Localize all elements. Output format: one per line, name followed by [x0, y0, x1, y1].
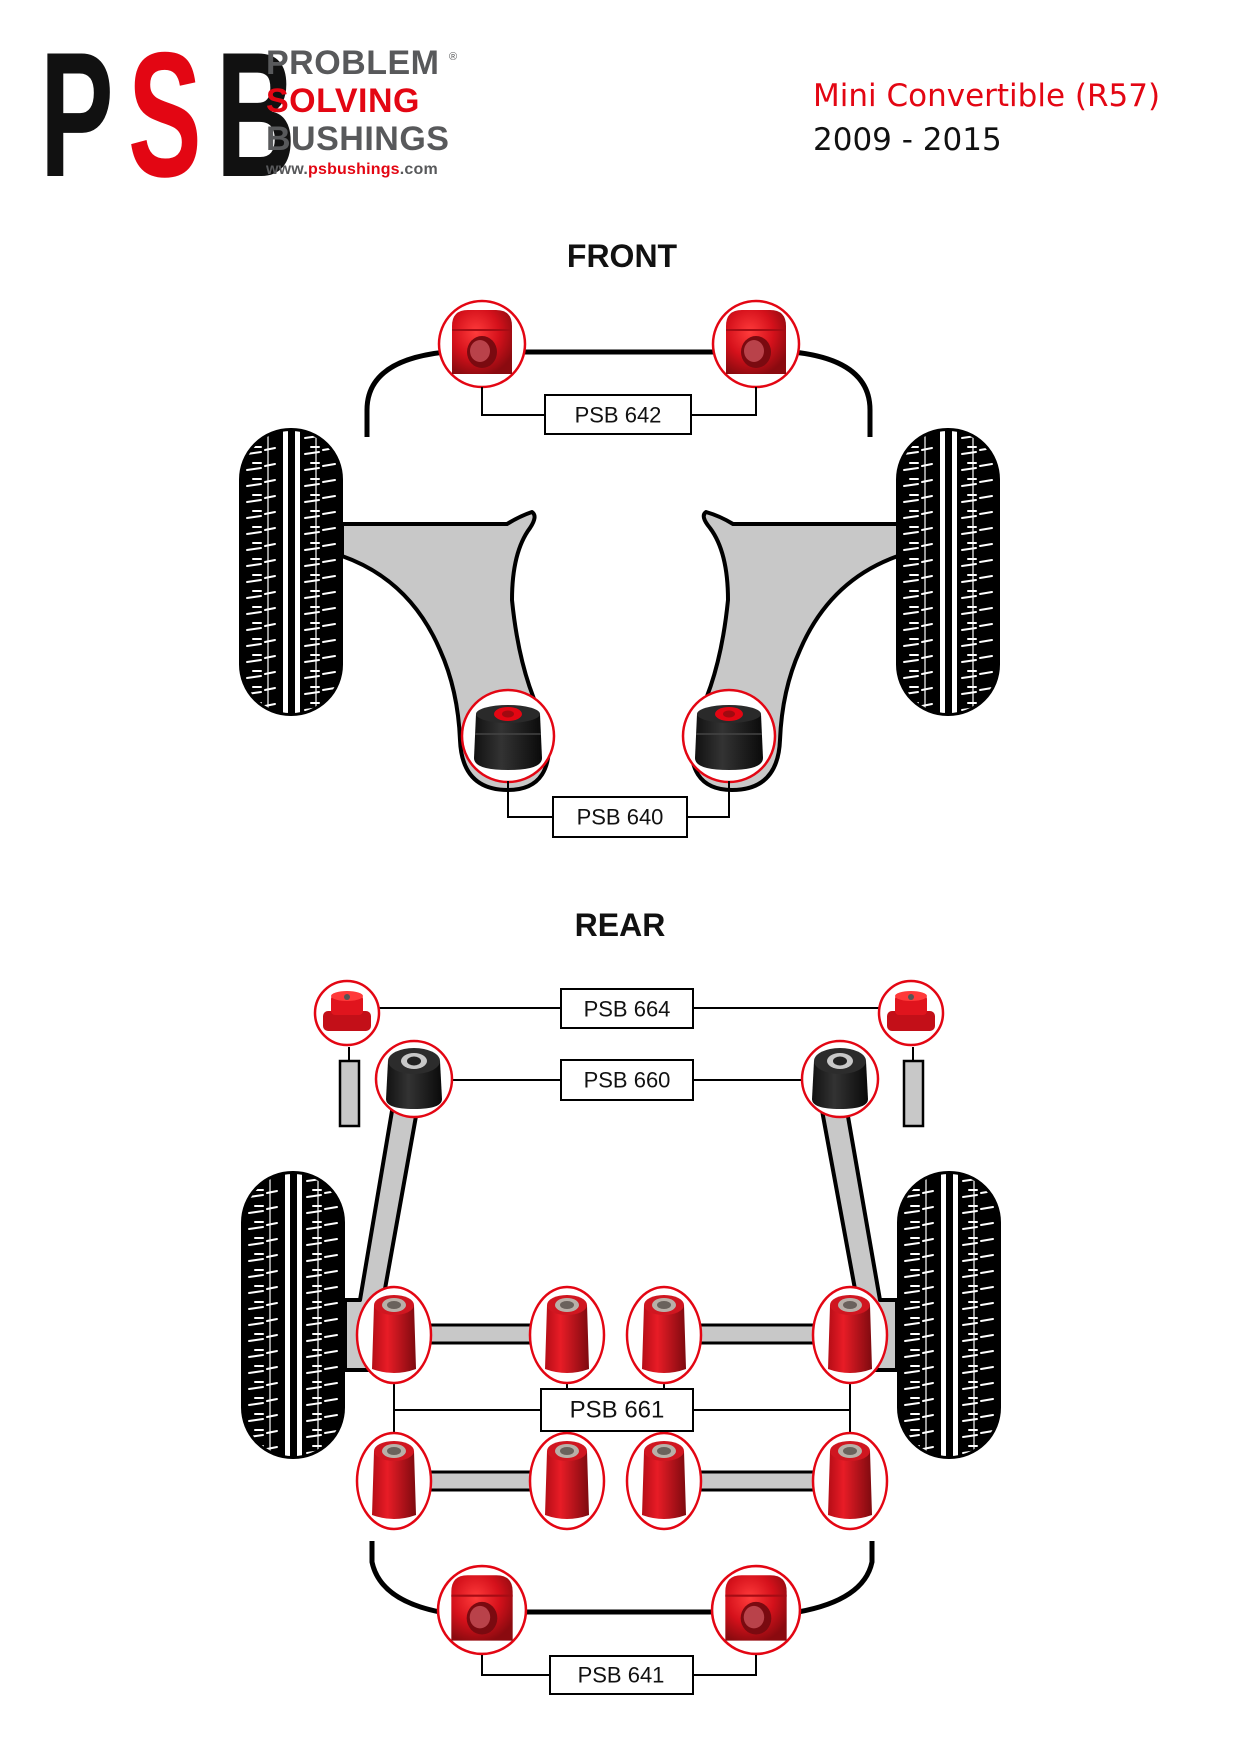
logo-monogram: P S B: [40, 26, 296, 204]
rear-right-tyre: [897, 1171, 1001, 1459]
rear-left-tyre: [241, 1171, 345, 1459]
bushing-psb-660-right[interactable]: [800, 1039, 880, 1119]
vehicle-years: 2009 - 2015: [813, 122, 1002, 158]
part-label-box-psb-642[interactable]: [544, 394, 692, 435]
callout-psb-661: PSB 661: [540, 1388, 694, 1432]
bushing-psb-664-left[interactable]: [313, 979, 381, 1047]
bushing-psb-661-8[interactable]: [811, 1431, 889, 1531]
bushing-psb-640-left[interactable]: [460, 688, 556, 784]
front-left-tyre: [239, 428, 343, 716]
part-label-box-psb-661[interactable]: [540, 1388, 694, 1432]
callout-psb-642: PSB 642: [481, 387, 757, 435]
bushing-psb-642-right[interactable]: [711, 299, 801, 389]
bushing-psb-641-left[interactable]: [436, 1564, 528, 1656]
callout-psb-660: PSB 660: [560, 1059, 694, 1101]
callout-psb-640: PSB 640: [507, 781, 730, 838]
callout-psb-641: PSB 641: [481, 1655, 757, 1695]
part-label-psb-661[interactable]: PSB 661: [570, 1397, 665, 1424]
part-label-psb-641[interactable]: PSB 641: [578, 1663, 665, 1688]
rear-left-trailing-arm: [343, 1103, 420, 1372]
rear-anti-roll-bar: [369, 1541, 875, 1615]
rear-right-shock: [902, 1059, 925, 1128]
rear-lateral-links: [418, 1323, 830, 1492]
bushing-psb-661-6[interactable]: [528, 1431, 606, 1531]
front-right-tyre: [896, 428, 1000, 716]
callout-psb-664: PSB 664: [560, 988, 694, 1029]
part-label-box-psb-660[interactable]: [560, 1059, 694, 1101]
part-label-box-psb-640[interactable]: [552, 796, 688, 838]
bushing-psb-661-7[interactable]: [625, 1431, 703, 1531]
brand-line-bushings: BUSHINGS: [266, 120, 450, 158]
url-suffix: .com: [399, 161, 438, 178]
bushing-psb-661-1[interactable]: [355, 1285, 433, 1385]
bushing-psb-664-right[interactable]: [877, 979, 945, 1047]
bushing-psb-660-left[interactable]: [374, 1039, 454, 1119]
part-label-psb-642[interactable]: PSB 642: [575, 403, 662, 428]
website-url[interactable]: www.psbushings.com: [266, 160, 449, 180]
brand-wordmark: PROBLEM ® SOLVING BUSHINGS www.psbushing…: [266, 44, 457, 180]
url-domain: psbushings: [308, 161, 400, 178]
bushing-psb-661-4[interactable]: [811, 1285, 889, 1385]
bushing-psb-661-5[interactable]: [355, 1431, 433, 1531]
url-prefix: www.: [266, 161, 308, 178]
part-label-psb-660[interactable]: PSB 660: [584, 1068, 671, 1093]
part-label-psb-640[interactable]: PSB 640: [577, 805, 664, 830]
registered-mark: ®: [449, 51, 458, 63]
brand-word-problem: PROBLEM: [266, 44, 440, 82]
bushing-psb-642-left[interactable]: [437, 299, 527, 389]
bushing-psb-641-right[interactable]: [710, 1564, 802, 1656]
bushing-psb-661-3[interactable]: [625, 1285, 703, 1385]
front-anti-roll-bar: [364, 349, 873, 437]
rear-left-shock: [338, 1059, 361, 1128]
bushing-psb-640-right[interactable]: [681, 688, 777, 784]
part-label-psb-664[interactable]: PSB 664: [584, 997, 671, 1022]
bushing-psb-661-2[interactable]: [528, 1285, 606, 1385]
brand-line-solving: SOLVING: [266, 82, 420, 120]
brand-line-problem: PROBLEM ®: [266, 44, 457, 82]
part-label-box-psb-641[interactable]: [549, 1655, 694, 1695]
section-title-front: FRONT: [566, 238, 678, 274]
section-title-rear: REAR: [574, 907, 666, 943]
vehicle-model: Mini Convertible (R57): [813, 78, 1161, 114]
part-label-box-psb-664[interactable]: [560, 988, 694, 1029]
